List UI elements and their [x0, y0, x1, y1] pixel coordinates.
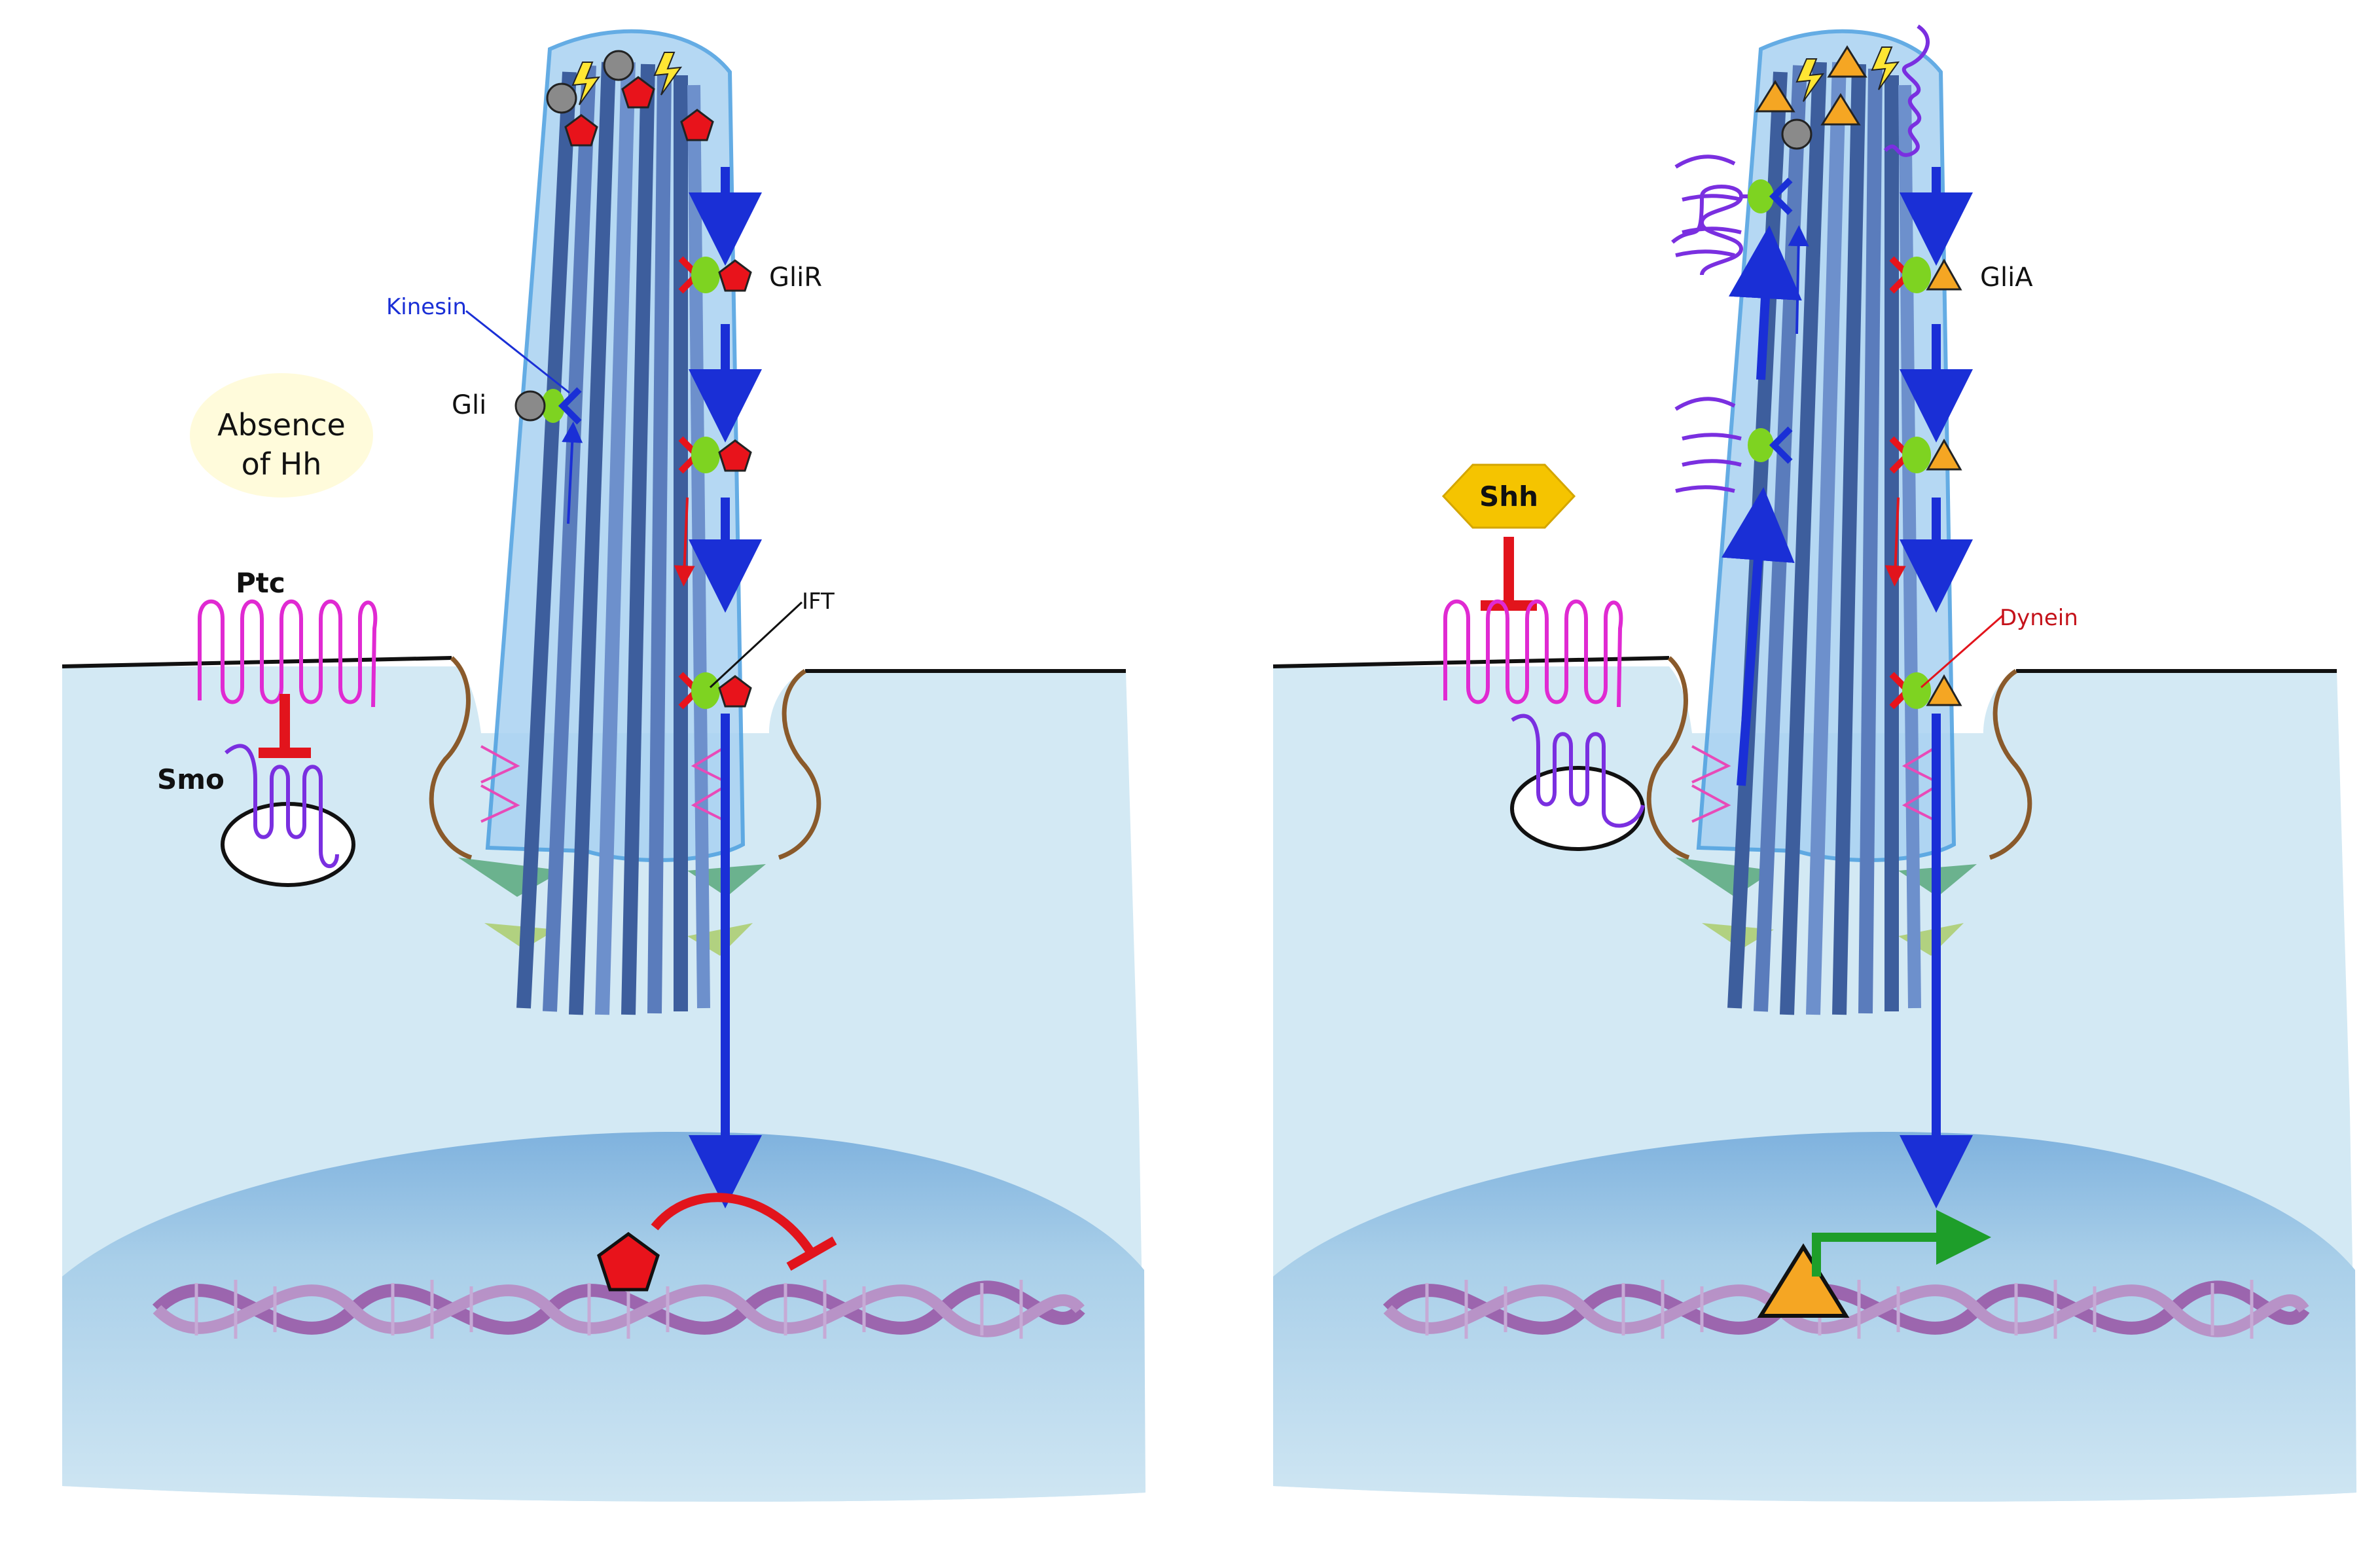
right-ciliary-pocket [1646, 656, 1690, 860]
right-anterograde-arrows [1721, 225, 1802, 786]
gli-sphere-icon [1781, 118, 1812, 150]
absence-label-line1: Absence [217, 407, 346, 443]
label-dynein: Dynein [2000, 605, 2078, 631]
label-kinesin: Kinesin [386, 294, 467, 320]
label-glia: GliA [1980, 263, 2033, 293]
pentagon-glir-icon [564, 114, 598, 147]
label-ptc: Ptc [236, 567, 285, 599]
label-gli: Gli [452, 390, 486, 420]
lightning-icon [1795, 58, 1825, 102]
left-plasma-membrane [62, 656, 452, 668]
triangle-glia-icon [1757, 1243, 1850, 1318]
pentagon-glir-icon [597, 1231, 660, 1292]
smo-receptor [1511, 714, 1645, 828]
activation-arrow-icon [1812, 1210, 1991, 1277]
left-ift-glir-3 [678, 672, 752, 710]
pentagon-glir-icon [680, 109, 714, 141]
gli-sphere-icon [546, 82, 577, 114]
left-ciliary-pocket [429, 656, 473, 860]
left-ift-glir-1 [678, 256, 752, 294]
label-shh: Shh [1479, 480, 1538, 513]
ptc-receptor [1443, 599, 1623, 708]
label-ift: IFT [802, 589, 835, 615]
left-nucleus [62, 1131, 1145, 1502]
right-ift-glia-3 [1889, 672, 1962, 710]
left-y-links [480, 745, 728, 823]
right-y-links [1691, 745, 1939, 823]
lightning-icon [571, 62, 601, 105]
repression-arc [651, 1193, 816, 1256]
triangle-glia-icon [1755, 80, 1795, 113]
right-ift-glia-2 [1889, 436, 1962, 474]
pentagon-glir-icon [621, 76, 655, 109]
smo-receptor [225, 744, 339, 869]
left-dna-helix [152, 1280, 1085, 1339]
left-axoneme [516, 62, 710, 1015]
absence-of-hh-bubble [190, 373, 373, 498]
left-kinesin-gli [514, 387, 582, 425]
gli-sphere-icon [603, 50, 634, 81]
left-panel: Kinesin Gli GliR IFT Absence of Hh Ptc S… [62, 29, 1145, 1502]
lightning-icon [653, 52, 683, 96]
lightning-icon [1871, 46, 1900, 90]
hexagon-shh-icon [1441, 463, 1576, 529]
ptc-receptor [198, 599, 378, 708]
smo-receptor-tip [1883, 24, 1930, 157]
smo-vesicle [1510, 766, 1645, 851]
right-dna-helix [1382, 1280, 2310, 1339]
absence-label-line2: of Hh [242, 446, 322, 482]
right-kinesin-1 [1748, 177, 1793, 215]
right-plasma-membrane [1272, 656, 1670, 668]
left-ift-glir-2 [678, 436, 752, 474]
right-ift-glia-1 [1889, 256, 1962, 294]
label-smo: Smo [157, 763, 225, 795]
triangle-glia-icon [1827, 45, 1867, 78]
label-glir: GliR [769, 263, 822, 293]
triangle-glia-icon [1820, 93, 1861, 126]
right-kinesin-2 [1748, 426, 1793, 464]
right-panel: GliA Dynein Shh [1272, 24, 2356, 1502]
